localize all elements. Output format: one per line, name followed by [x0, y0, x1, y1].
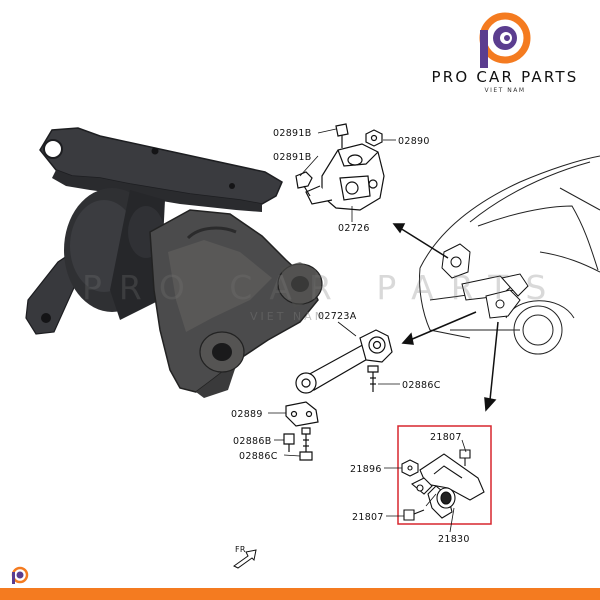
rod-02723a-drawing — [295, 329, 393, 394]
footer-bar — [0, 588, 600, 600]
leader-lines-box — [384, 439, 467, 533]
bolts-02886-drawing — [283, 427, 313, 461]
label-02886c-bottom: 02886C — [239, 451, 278, 462]
label-02886c-right: 02886C — [402, 380, 441, 391]
label-21896: 21896 — [350, 464, 382, 475]
leader-lines-center — [337, 321, 400, 385]
label-02723a: 02723A — [318, 311, 357, 322]
brand-name: PRO CAR PARTS — [431, 68, 579, 86]
brand-block: PRO CAR PARTS VIET NAM — [420, 68, 590, 94]
watermark-text: PRO CAR PARTS — [82, 268, 564, 307]
pointer-arrows — [392, 223, 499, 412]
label-02726: 02726 — [338, 223, 370, 234]
highlight-box — [397, 425, 492, 525]
footer-logo-icon — [11, 566, 29, 584]
mount-21830-drawing — [401, 449, 485, 521]
label-02890: 02890 — [398, 136, 430, 147]
engine-mount-photo — [25, 127, 323, 398]
label-fr: FR — [235, 545, 246, 554]
car-engine-parts-drawing — [441, 243, 529, 319]
label-21830: 21830 — [438, 534, 470, 545]
leader-lines-lower-left — [268, 412, 301, 457]
watermark-subtext: VIET NAM — [250, 310, 328, 323]
car-outline-drawing — [419, 155, 600, 355]
label-02886b: 02886B — [233, 436, 272, 447]
label-02891b-mid: 02891B — [273, 152, 312, 163]
bracket-02889-drawing — [285, 401, 319, 427]
brand-logo-icon — [479, 12, 531, 68]
label-02891b-top: 02891B — [273, 128, 312, 139]
mount-02726-drawing — [295, 123, 385, 211]
label-21807-bottom: 21807 — [352, 512, 384, 523]
label-02889: 02889 — [231, 409, 263, 420]
leader-lines-top — [299, 128, 396, 222]
brand-subtitle: VIET NAM — [484, 87, 526, 94]
front-direction-arrow-icon — [233, 549, 257, 569]
label-21807-top: 21807 — [430, 432, 462, 443]
